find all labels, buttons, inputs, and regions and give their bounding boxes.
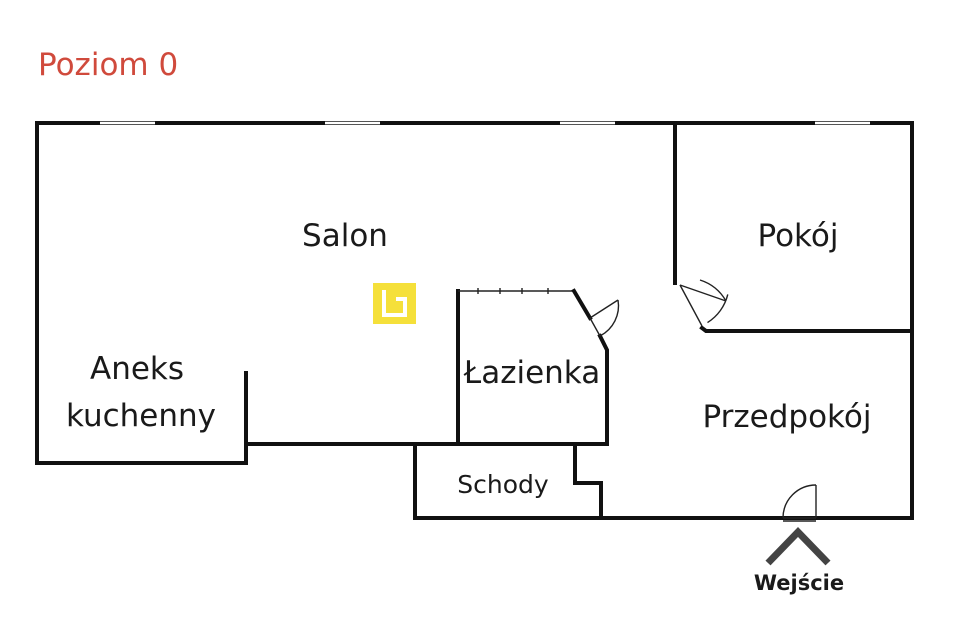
door-lazienka [589,299,620,337]
lazienka-east-wall [571,288,593,321]
room-label-przedpokoj: Przedpokój [703,399,872,435]
outer-wall-west-north [35,121,914,520]
room-label-lazienka: Łazienka [463,355,600,391]
watermark-logo-icon [373,283,416,324]
room-label-schody: Schody [457,470,549,499]
window-1 [100,121,155,125]
entrance-label: Wejście [754,571,844,595]
schody-east-wall [573,442,603,520]
door-pokoj [679,279,729,327]
room-label-pokoj: Pokój [758,218,839,254]
door-entrance [781,484,818,522]
doors [589,279,818,522]
room-label-salon: Salon [302,218,388,254]
windows [100,121,870,125]
window-3 [560,121,615,125]
window-4 [815,121,870,125]
lazienka-east-wall-lower [597,333,609,446]
room-label-aneks-line2: kuchenny [66,398,216,434]
room-label-aneks-line1: Aneks [90,351,184,387]
window-2 [325,121,380,125]
walls [35,121,914,520]
chevron-up-icon [765,526,831,566]
level-title: Poziom 0 [38,47,178,83]
pokoj-south-wall [699,325,914,333]
lazienka-wall-ticks [477,288,549,294]
